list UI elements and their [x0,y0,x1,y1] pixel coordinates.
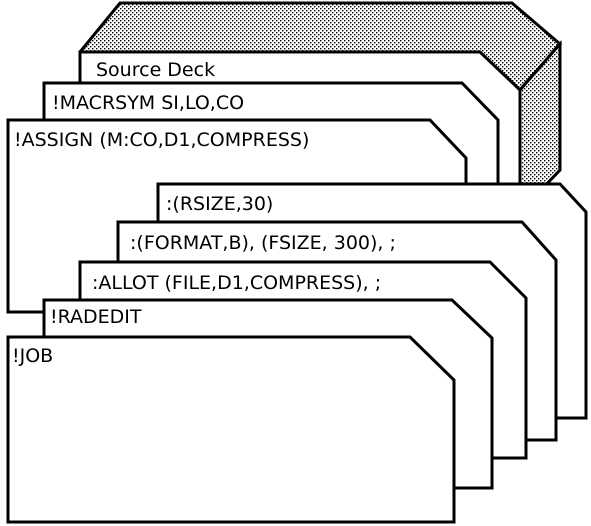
format-label: :(FORMAT,B), (FSIZE, 300), ; [130,232,396,254]
allot-label: :ALLOT (FILE,D1,COMPRESS), ; [92,272,381,294]
job-card: !JOB [8,337,454,522]
job-label: !JOB [12,345,53,367]
rsize-label: :(RSIZE,30) [166,193,273,215]
macrsym-label: !MACRSYM SI,LO,CO [52,92,244,114]
assign-label: !ASSIGN (M:CO,D1,COMPRESS) [14,129,309,151]
job-card-outline [8,337,454,522]
source-deck-label: Source Deck [96,59,215,81]
radedit-label: !RADEDIT [50,306,142,328]
